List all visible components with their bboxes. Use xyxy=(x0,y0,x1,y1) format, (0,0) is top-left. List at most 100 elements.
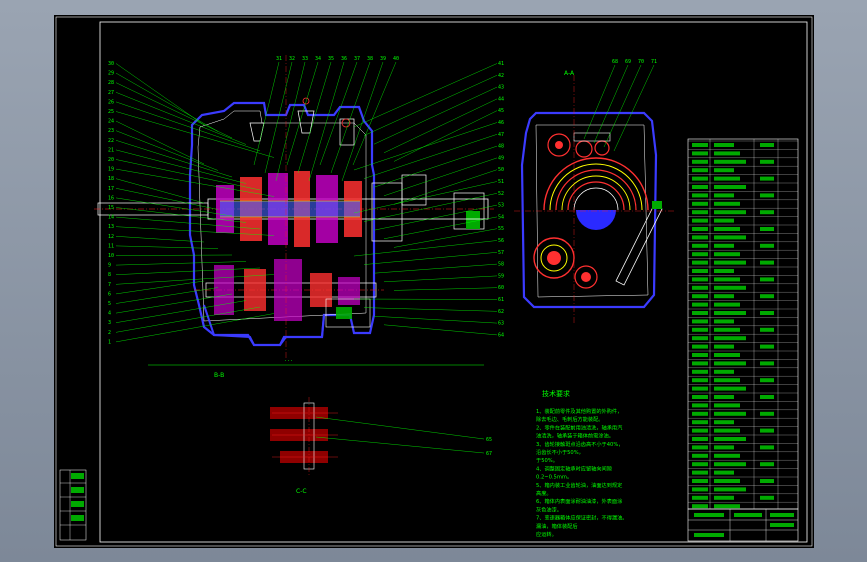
tech-req-line: 0.2~0.5mm。 xyxy=(536,475,572,481)
leader-line xyxy=(352,61,397,166)
main-shaft-gears xyxy=(216,171,362,247)
table-cell-fill xyxy=(760,143,774,147)
table-cell-fill xyxy=(692,386,708,391)
table-cell-fill xyxy=(714,504,740,509)
table-cell-fill xyxy=(760,294,774,299)
callout-side-71: 71 xyxy=(651,59,657,65)
table-cell-fill xyxy=(714,243,734,248)
callout-top-37: 37 xyxy=(354,56,360,62)
callout-top-38: 38 xyxy=(367,56,373,62)
table-cell-fill xyxy=(714,487,746,492)
leader-line xyxy=(115,111,275,158)
table-cell-fill xyxy=(692,285,708,290)
callout-left-10: 10 xyxy=(108,253,114,259)
table-cell-fill xyxy=(714,260,746,265)
leader-line xyxy=(363,75,498,136)
leader-line xyxy=(363,307,498,312)
callout-left-17: 17 xyxy=(108,186,114,192)
table-cell-fill xyxy=(692,143,708,147)
table-cell-fill xyxy=(714,285,746,290)
table-cell-fill xyxy=(714,361,746,366)
table-cell-fill xyxy=(760,378,774,383)
callout-left-1: 1 xyxy=(108,339,111,345)
callout-right-46: 46 xyxy=(498,120,504,126)
tech-req-lines: 1、装配前零件及其他购置的外购件，除去毛边、毛刺后方能装配。2、零件在装配前用油… xyxy=(536,407,628,538)
section-label-a: A-A xyxy=(564,70,575,77)
leader-line xyxy=(383,216,498,239)
callout-top-39: 39 xyxy=(380,56,386,62)
table-cell-fill xyxy=(714,311,746,315)
callout-left-22: 22 xyxy=(108,138,114,144)
table-cell-fill xyxy=(692,361,708,366)
tech-req-line: 除去毛边、毛刺后方能装配。 xyxy=(536,415,603,423)
leader-line xyxy=(115,92,247,145)
tech-req-line: 应运转。 xyxy=(536,530,557,538)
leader-line xyxy=(383,98,498,153)
callout-left-9: 9 xyxy=(108,263,111,269)
table-cell-fill xyxy=(692,462,708,467)
leader-line xyxy=(393,169,498,205)
callout-side-69: 69 xyxy=(625,59,631,65)
table-cell-fill xyxy=(714,495,734,500)
callout-left-23: 23 xyxy=(108,128,114,134)
leader-line xyxy=(383,324,498,336)
callout-left-29: 29 xyxy=(108,71,114,77)
table-cell-fill xyxy=(714,176,740,181)
table-cell-fill xyxy=(692,269,708,273)
table-cell-fill xyxy=(760,210,774,215)
callout-right-50: 50 xyxy=(498,167,504,173)
callout-left-7: 7 xyxy=(108,282,111,288)
leader-line xyxy=(115,101,261,152)
leader-line xyxy=(297,61,332,174)
table-cell-fill xyxy=(714,369,734,374)
callout-left-18: 18 xyxy=(108,176,114,182)
leader-line xyxy=(315,436,485,454)
table-cell-fill xyxy=(692,159,708,164)
table-cell-fill xyxy=(714,411,746,416)
table-cell-fill xyxy=(692,378,708,383)
table-cell-fill xyxy=(760,327,774,332)
leader-line xyxy=(115,130,219,171)
tech-req-line: 漏油，箱体装配后 xyxy=(536,522,578,530)
callout-right-51: 51 xyxy=(498,179,504,185)
table-cell-fill xyxy=(714,437,746,441)
binding-box xyxy=(59,469,87,541)
leader-line xyxy=(115,140,233,178)
leader-line xyxy=(115,72,219,132)
leader-line xyxy=(341,61,384,182)
drawing-frame xyxy=(99,21,808,543)
tech-req-line: 2、零件在装配前用油清洗，轴承用汽 xyxy=(536,423,623,431)
table-cell-fill xyxy=(692,479,708,483)
leader-line xyxy=(353,122,498,171)
leader-line xyxy=(115,267,261,275)
table-cell-fill xyxy=(692,336,708,341)
table-cell-fill xyxy=(692,319,708,324)
table-cell-fill xyxy=(692,327,708,332)
callout-right-64: 64 xyxy=(498,332,504,338)
tech-req-line: 油清洗，轴承装于箱体前需涂油。 xyxy=(536,432,614,440)
table-cell-fill xyxy=(692,193,708,198)
table-cell-fill xyxy=(692,302,708,307)
table-cell-fill xyxy=(692,395,708,399)
table-cell-fill xyxy=(714,420,734,425)
table-cell-fill xyxy=(692,420,708,425)
table-cell-fill xyxy=(692,252,708,257)
leader-line xyxy=(115,274,275,285)
tech-req-line: 5、箱内装工业齿轮油，油面达到规定 xyxy=(536,481,622,489)
table-cell-fill xyxy=(714,327,740,332)
callout-top-35: 35 xyxy=(328,56,334,62)
table-cell-fill xyxy=(760,411,774,416)
leader-line xyxy=(353,63,498,128)
leader-line xyxy=(373,145,498,188)
leader-line xyxy=(115,120,205,165)
leader-line xyxy=(115,207,247,223)
callout-left-21: 21 xyxy=(108,147,114,153)
leader-line xyxy=(353,181,498,214)
table-cell-fill xyxy=(714,151,740,156)
tech-req-line: 1、装配前零件及其他购置的外购件， xyxy=(536,407,622,415)
